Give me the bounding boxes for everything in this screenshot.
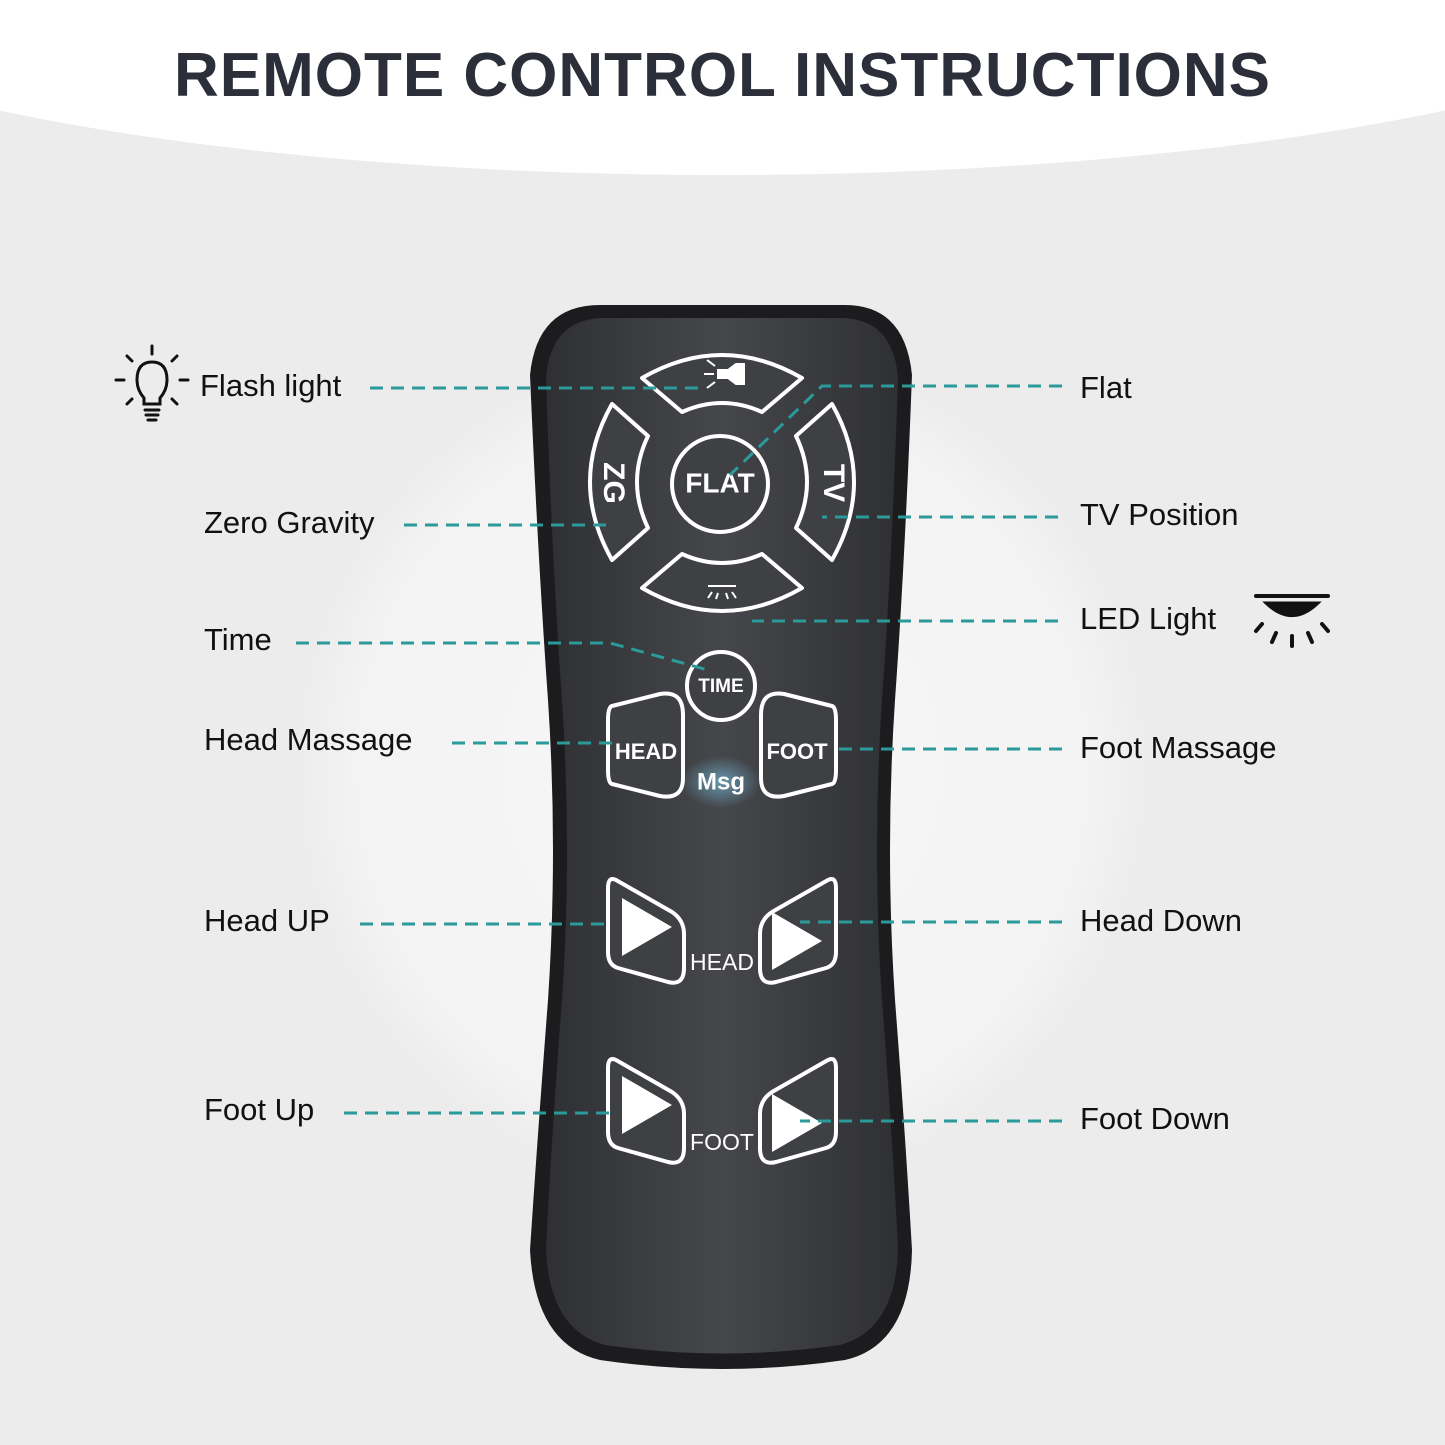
tv-position-button[interactable] [794,402,856,562]
callout-flash-light: Flash light [200,368,342,403]
flat-label: FLAT [685,467,754,498]
zero-gravity-button[interactable] [588,402,650,562]
foot-massage-label: FOOT [766,739,828,764]
callout-tv-position: TV Position [1080,497,1239,532]
callout-foot-up: Foot Up [204,1092,315,1127]
led-light-button[interactable] [640,552,804,613]
callout-zero-gravity: Zero Gravity [204,505,375,540]
msg-label: Msg [697,768,745,795]
callout-flat: Flat [1080,370,1132,405]
callout-led-light: LED Light [1080,601,1217,636]
leader-flat [728,384,1062,477]
leader-time [296,641,709,672]
zg-label: ZG [597,462,630,504]
bulb-icon [114,344,190,422]
flashlight-icon [704,359,745,389]
flash-light-button[interactable] [640,353,804,414]
foot-up-icon [622,1076,672,1134]
foot-down-icon [772,1094,822,1152]
tv-label: TV [817,464,850,502]
head-group-label: HEAD [690,949,754,975]
head-massage-button[interactable] [606,691,685,799]
callout-foot-down: Foot Down [1080,1101,1230,1136]
page-title: REMOTE CONTROL INSTRUCTIONS [173,41,1272,110]
head-up-icon [622,898,672,956]
head-down-icon [772,912,822,970]
leader-lines [296,384,1062,1123]
callout-head-up: Head UP [204,903,330,938]
time-label: TIME [698,676,743,697]
foot-group-label: FOOT [690,1129,754,1155]
callout-head-down: Head Down [1080,903,1242,938]
head-massage-label: HEAD [615,739,677,764]
foot-massage-button[interactable] [759,691,838,799]
callout-time: Time [204,622,272,657]
callout-foot-massage: Foot Massage [1080,730,1277,765]
ceiling-light-icon [1254,594,1330,648]
msg-glow [681,756,761,808]
title-band [0,0,1445,175]
led-light-icon [707,585,737,600]
callout-head-massage: Head Massage [204,722,413,757]
